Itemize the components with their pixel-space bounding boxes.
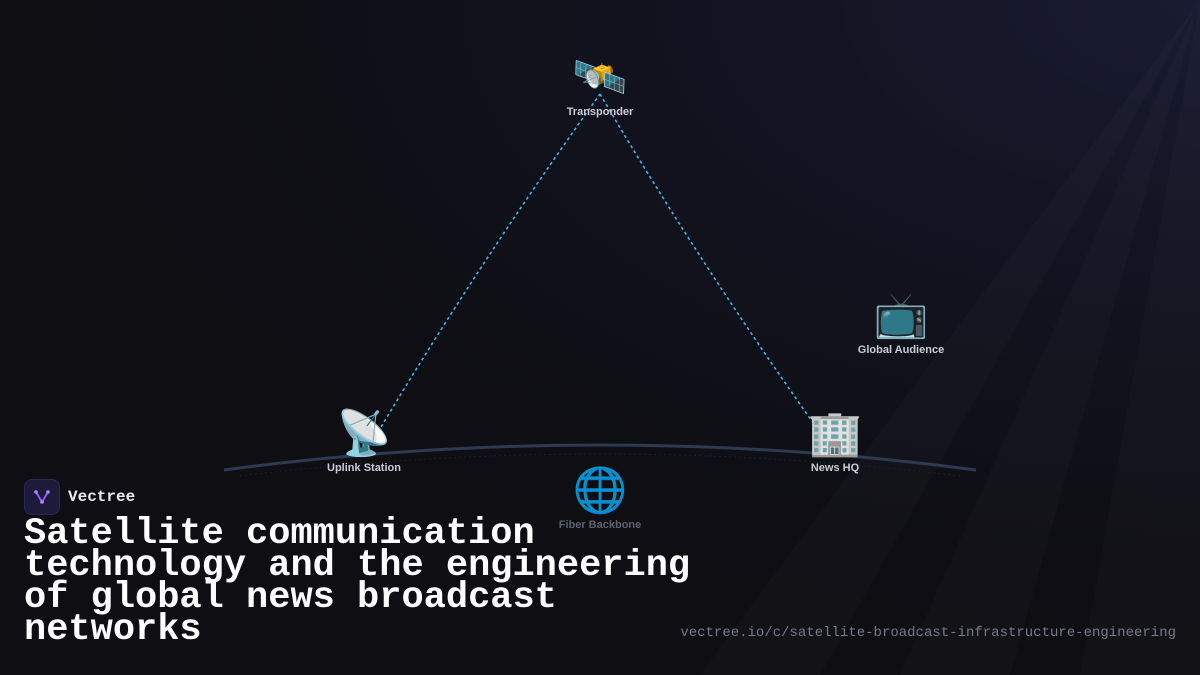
vectree-logo-icon <box>24 479 60 515</box>
transponder-label: Transponder <box>566 106 634 118</box>
uplink-station-label: Uplink Station <box>327 462 401 474</box>
office-building-icon: 🏢 <box>807 409 863 458</box>
satellite-icon: 🛰️ <box>572 53 628 102</box>
global-audience-label: Global Audience <box>857 344 945 356</box>
earth-horizon <box>223 443 977 472</box>
satellite-dish-icon: 📡 <box>336 409 392 458</box>
global-audience-node: 📺 Global Audience <box>857 291 945 357</box>
brand-name: Vectree <box>68 488 136 506</box>
signal-link-transponder-news-hq <box>599 93 815 425</box>
page-title: Satellite communication technology and t… <box>24 513 691 651</box>
transponder-node: 🛰️ Transponder <box>566 53 634 119</box>
news-hq-node: 🏢 News HQ <box>807 409 863 475</box>
signal-links <box>377 93 815 433</box>
news-hq-label: News HQ <box>810 462 860 474</box>
television-icon: 📺 <box>873 291 929 340</box>
globe-icon: 🌐 <box>572 466 628 515</box>
signal-link-uplink-transponder <box>377 93 601 433</box>
uplink-station-node: 📡 Uplink Station <box>327 409 401 475</box>
fiber-backbone-label: Fiber Backbone <box>558 519 642 531</box>
source-url: vectree.io/c/satellite-broadcast-infrast… <box>680 625 1176 641</box>
fiber-backbone-node: 🌐 Fiber Backbone <box>558 466 642 532</box>
brand: Vectree <box>24 479 135 515</box>
